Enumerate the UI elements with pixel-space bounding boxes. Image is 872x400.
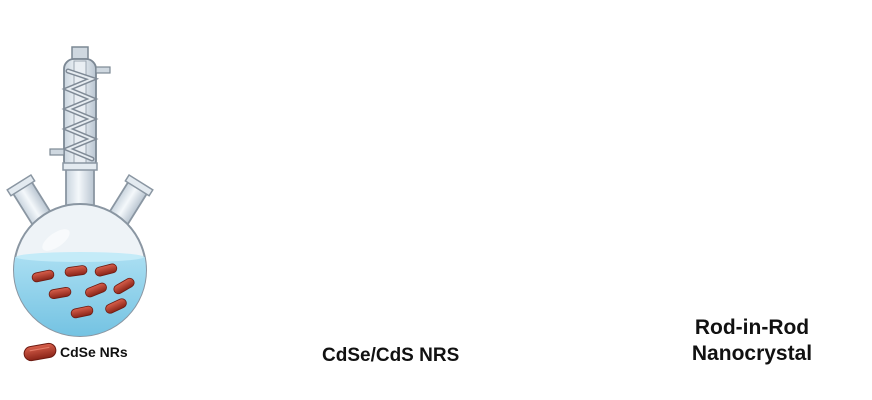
cdse-cds-nrs-label: CdSe/CdS NRS [322,345,460,366]
flask-1-liquid [14,252,146,336]
cdse-nrs-label: CdSe NRs [60,344,128,360]
rod-in-rod-nanocrystal-label: Rod-in-Rod Nanocrystal [668,315,836,367]
flask-1 [6,47,154,337]
cdse-rod-legend [23,342,57,362]
final-label-line-2: Nanocrystal [691,342,813,365]
final-label-line-1: Rod-in-Rod [694,316,810,339]
nanorod-icon [23,342,57,362]
